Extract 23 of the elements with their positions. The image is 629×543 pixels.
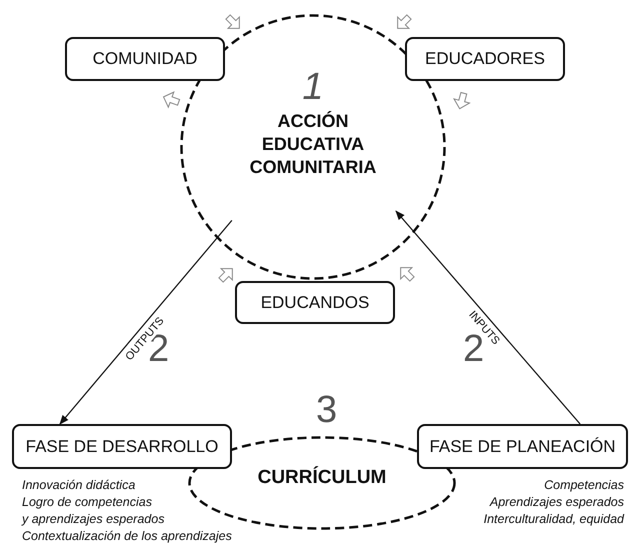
arrow	[395, 210, 581, 424]
node-label: EDUCANDOS	[260, 292, 370, 312]
node-title: CURRÍCULUM	[258, 466, 386, 489]
process-box	[12, 424, 232, 469]
node-label: COMUNIDAD	[92, 49, 198, 69]
process-box	[405, 37, 565, 81]
arrow	[59, 220, 232, 425]
node-label: EDUCADORES	[425, 49, 545, 69]
node-note: Interculturalidad, equidad	[484, 511, 624, 528]
node-note: Innovación didáctica	[22, 477, 136, 494]
node-note: Contextualización de los aprendizajes	[22, 528, 232, 543]
node-note: y aprendizajes esperados	[22, 511, 164, 528]
step-number: 3	[316, 391, 338, 429]
node-note: Competencias	[544, 477, 624, 494]
node-note: Logro de competencias	[22, 494, 152, 511]
process-box	[417, 424, 628, 469]
process-box	[65, 37, 225, 81]
node-title: ACCIÓN EDUCATIVA COMUNITARIA	[248, 110, 378, 179]
node-label: FASE DE PLANEACIÓN	[429, 436, 616, 456]
node-label: FASE DE DESARROLLO	[26, 436, 218, 456]
step-number: 1	[302, 68, 324, 106]
process-box	[235, 281, 395, 324]
node-note: Aprendizajes esperados	[490, 494, 624, 511]
